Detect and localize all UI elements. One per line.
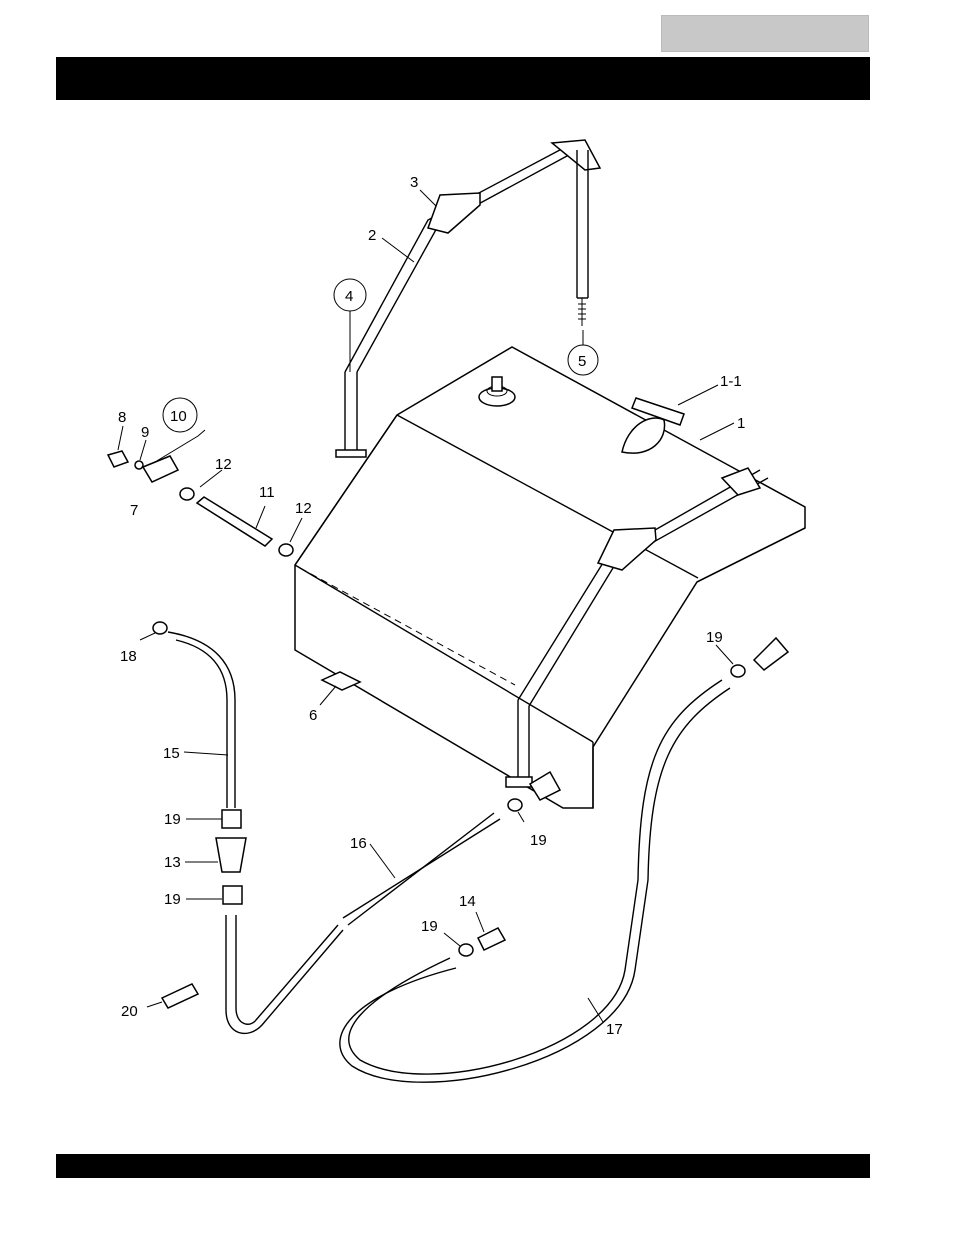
footer-bar — [56, 1154, 870, 1178]
callout-5-circle — [567, 344, 599, 376]
callout-1-1: 1-1 — [720, 373, 742, 390]
callout-5: 5 — [578, 353, 586, 370]
callout-15: 15 — [163, 745, 180, 762]
callout-14: 14 — [459, 893, 476, 910]
feed-line-parts — [152, 621, 562, 1035]
callout-19-c: 19 — [164, 891, 181, 908]
callout-2: 2 — [368, 227, 376, 244]
callout-8: 8 — [118, 409, 126, 426]
callout-19-e: 19 — [421, 918, 438, 935]
callout-10: 10 — [170, 408, 187, 425]
callout-13: 13 — [164, 854, 181, 871]
supply-line-parts — [339, 636, 790, 1083]
filler-cap — [621, 397, 685, 454]
callout-7: 7 — [130, 502, 138, 519]
callout-6: 6 — [309, 707, 317, 724]
callout-10-circle — [162, 397, 198, 433]
callout-12-b: 12 — [295, 500, 312, 517]
header-bar — [56, 57, 870, 100]
callout-4-circle — [333, 278, 367, 312]
callout-4: 4 — [345, 288, 353, 305]
callout-19-d: 19 — [530, 832, 547, 849]
callout-11: 11 — [259, 484, 275, 501]
leader-lines — [117, 189, 735, 1023]
callout-19-a: 19 — [706, 629, 723, 646]
callout-20: 20 — [121, 1003, 138, 1020]
callout-19-b: 19 — [164, 811, 181, 828]
callout-12-a: 12 — [215, 456, 232, 473]
callout-17: 17 — [606, 1021, 623, 1038]
callout-18: 18 — [120, 648, 137, 665]
callout-9: 9 — [141, 424, 149, 441]
callout-1: 1 — [737, 415, 745, 432]
callout-16: 16 — [350, 835, 367, 852]
header-tab-box — [661, 15, 869, 52]
fuel-tank — [294, 346, 806, 809]
return-line-parts — [106, 450, 294, 557]
callout-3: 3 — [410, 174, 418, 191]
